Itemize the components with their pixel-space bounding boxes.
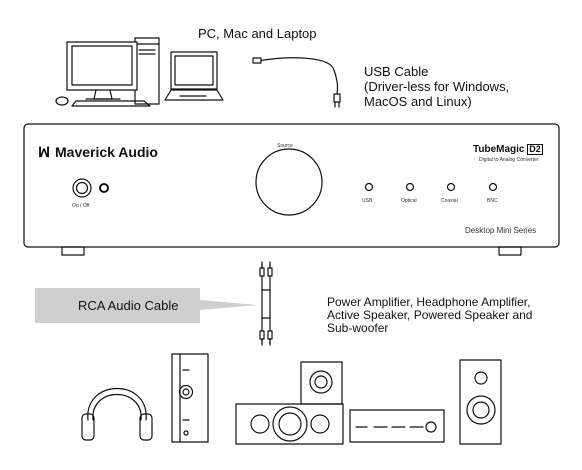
brand-name: Maverick Audio bbox=[55, 144, 158, 160]
laptop-icon bbox=[164, 51, 224, 101]
usb-cable-line: USB Cable bbox=[364, 64, 429, 79]
outputs-line: Sub-woofer bbox=[327, 321, 389, 335]
amplifier-icon bbox=[349, 409, 445, 443]
headphone-amp-icon bbox=[171, 353, 209, 443]
outputs-line: Power Amplifier, Headphone Amplifier, bbox=[327, 295, 531, 309]
model-name: TubeMagic bbox=[473, 144, 525, 155]
rca-callout-box bbox=[35, 288, 200, 323]
outputs-line: Active Speaker, Powered Speaker and bbox=[327, 308, 533, 322]
usb-cable-line: MacOS and Linux) bbox=[364, 94, 472, 109]
dac-front-panel bbox=[23, 123, 560, 256]
subwoofer-icon bbox=[235, 403, 344, 445]
rca-callout-pointer bbox=[200, 300, 258, 310]
indicator-label-coaxial: Coaxial bbox=[441, 198, 458, 204]
monitor-icon bbox=[66, 41, 138, 100]
speaker-right-icon bbox=[459, 359, 502, 445]
power-button[interactable] bbox=[73, 179, 91, 197]
rca-cable-icon bbox=[259, 261, 273, 346]
usb-cable-icon bbox=[252, 57, 341, 108]
source-knob-label: Source bbox=[277, 143, 293, 149]
power-button-label: On / Off bbox=[72, 203, 90, 209]
keyboard-icon bbox=[71, 100, 151, 107]
computers-label: PC, Mac and Laptop bbox=[198, 26, 317, 41]
pc-tower-icon bbox=[134, 37, 160, 105]
indicator-label-bnc: BNC bbox=[487, 198, 498, 204]
series-label: Desktop Mini Series bbox=[465, 226, 537, 235]
source-knob[interactable] bbox=[256, 149, 322, 215]
mouse-icon bbox=[55, 96, 69, 106]
outputs-label: Power Amplifier, Headphone Amplifier, Ac… bbox=[327, 296, 532, 335]
model-code-badge: D2 bbox=[527, 144, 543, 155]
maverick-logo-icon: ꟽ bbox=[38, 144, 50, 160]
usb-cable-line: (Driver-less for Windows, bbox=[364, 79, 510, 94]
indicator-label-optical: Optical bbox=[401, 198, 417, 204]
model-subtitle: Digital to Analog Converter bbox=[479, 157, 539, 163]
speaker-left-icon bbox=[300, 361, 343, 405]
model-title: TubeMagic D2 bbox=[473, 144, 543, 155]
usb-cable-label: USB Cable (Driver-less for Windows, MacO… bbox=[364, 64, 509, 109]
rca-cable-label: RCA Audio Cable bbox=[78, 298, 179, 313]
indicator-label-usb: USB bbox=[362, 198, 373, 204]
headphones-icon bbox=[81, 388, 153, 441]
